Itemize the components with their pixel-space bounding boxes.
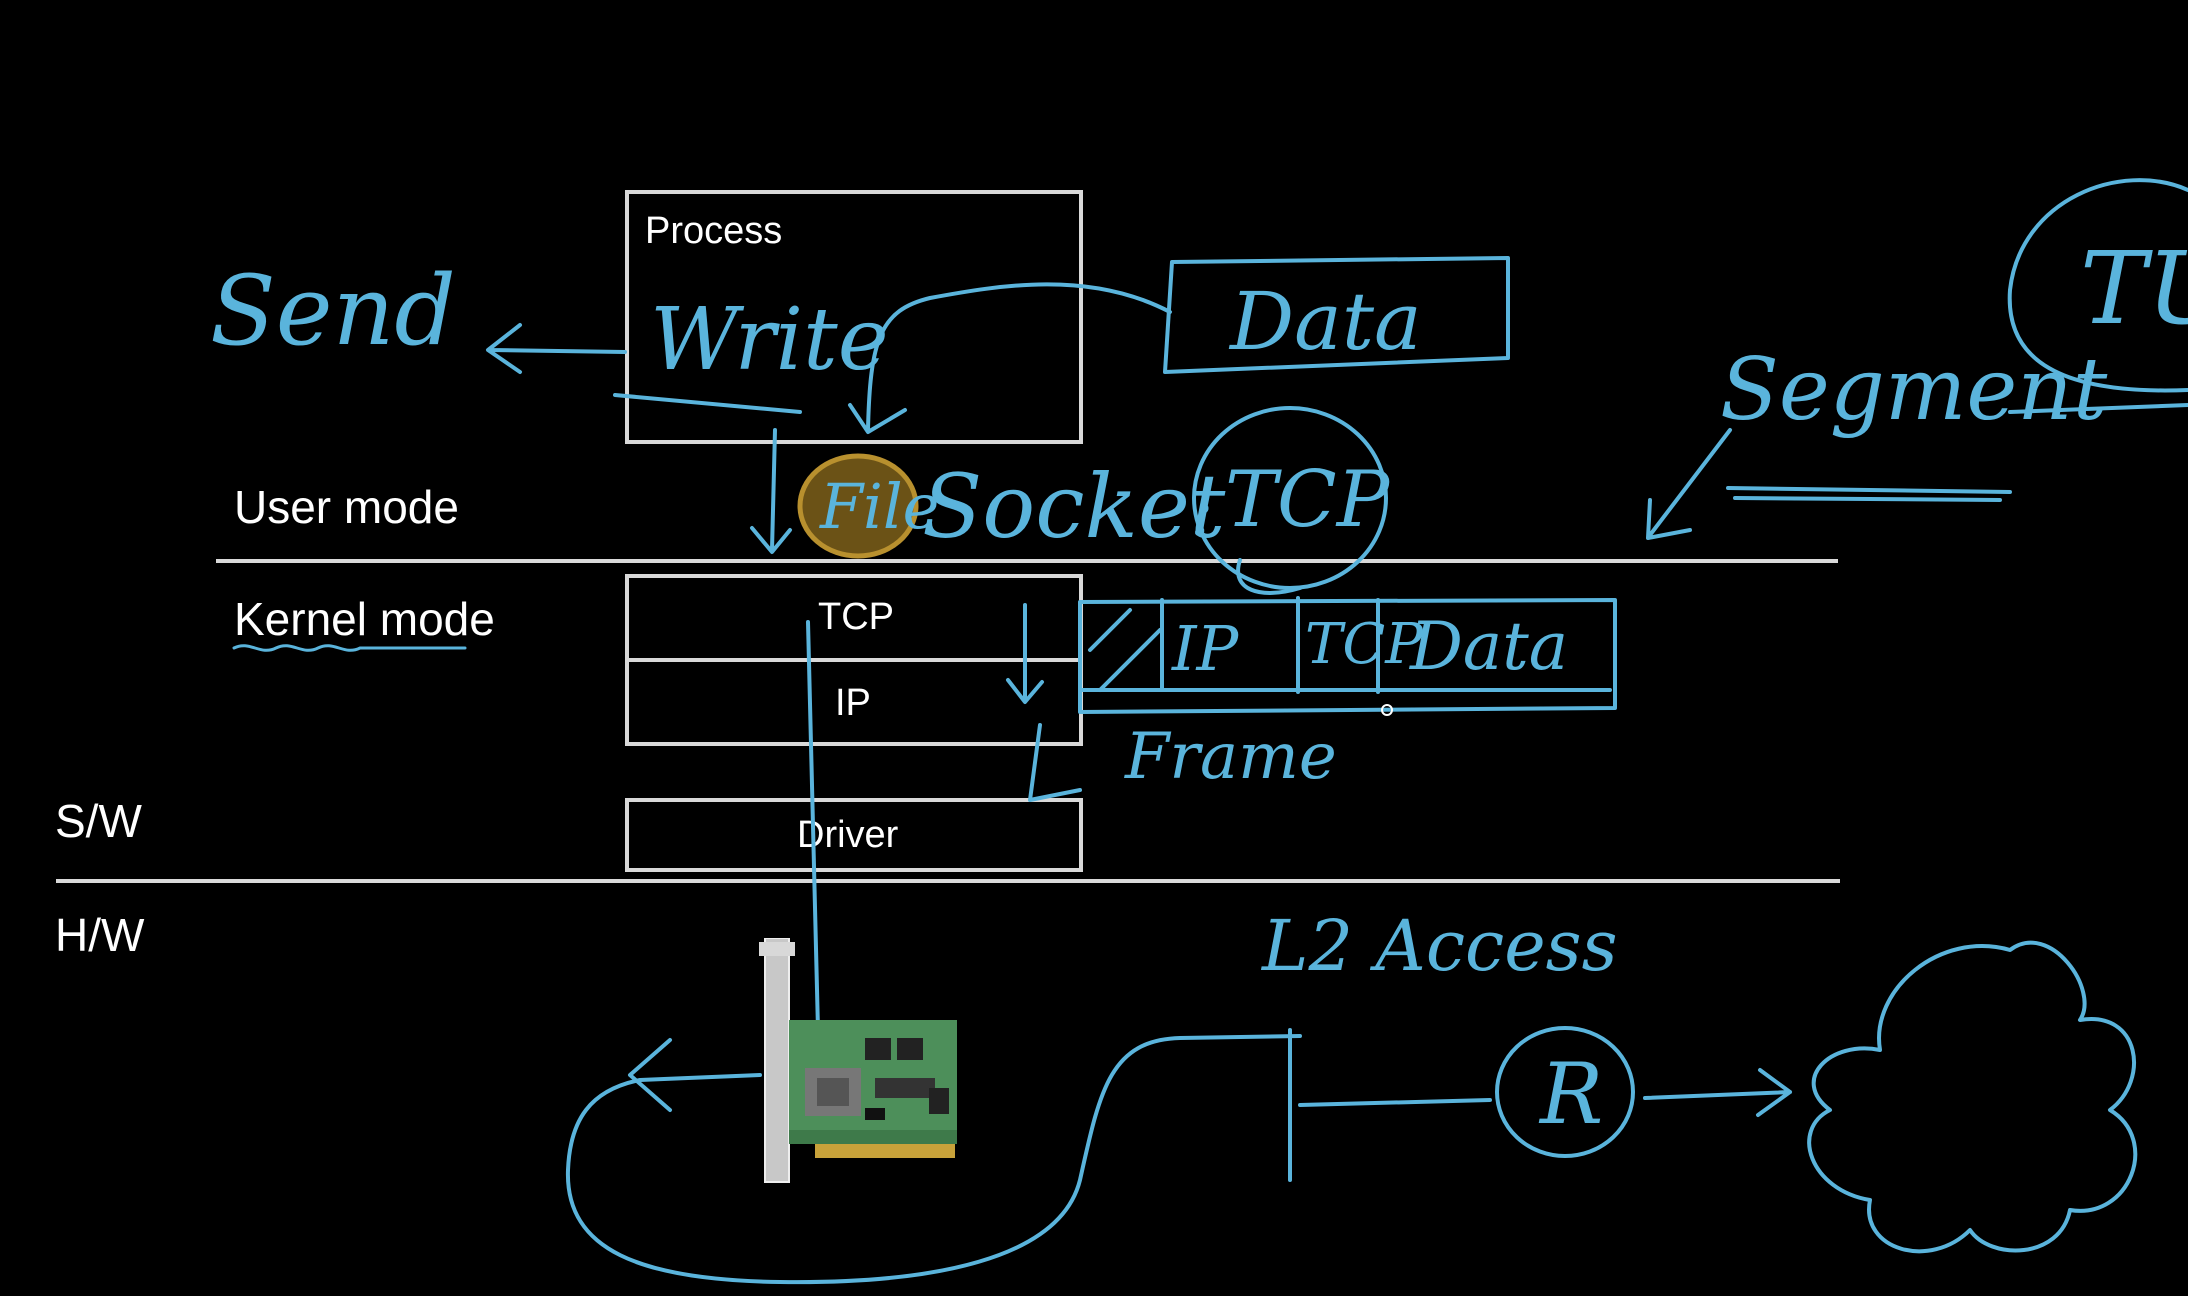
kernel-mode-label: Kernel mode bbox=[234, 593, 495, 645]
write-text: Write bbox=[650, 290, 889, 390]
segment-text: Segment bbox=[1720, 340, 2108, 440]
tcp-circle-text: TCP bbox=[1225, 455, 1390, 545]
tcp-box-label: TCP bbox=[818, 596, 894, 638]
data-to-file-curve bbox=[848, 282, 1172, 434]
tu-circle bbox=[2007, 178, 2188, 393]
stack-to-nic-wire bbox=[806, 620, 820, 1032]
data-box-outline bbox=[1163, 256, 1510, 374]
user-kernel-divider bbox=[216, 559, 1838, 563]
tu-text: TU bbox=[2080, 230, 2188, 347]
data-text: Data bbox=[1230, 275, 1422, 368]
tcp-circle bbox=[1192, 406, 1388, 590]
kernel-underline bbox=[232, 644, 467, 652]
frame-ip-text: IP bbox=[1172, 612, 1239, 685]
segment-arrow bbox=[1646, 428, 1732, 540]
driver-box bbox=[625, 798, 1083, 872]
network-card-icon bbox=[759, 938, 957, 1183]
file-highlight bbox=[797, 453, 919, 559]
socket-text: Socket bbox=[922, 455, 1226, 558]
frame-tcp-text: TCP bbox=[1305, 612, 1423, 677]
file-text: File bbox=[820, 470, 940, 543]
frame-data-text: Data bbox=[1410, 608, 1569, 685]
user-mode-label: User mode bbox=[234, 481, 459, 533]
network-cable bbox=[565, 1034, 1302, 1285]
process-label: Process bbox=[645, 210, 783, 252]
send-text: Send bbox=[210, 255, 456, 367]
frame-box-outline bbox=[1078, 598, 1617, 714]
router-circle bbox=[1495, 1026, 1635, 1158]
sw-label: S/W bbox=[55, 795, 142, 847]
l2-access-text: L2 Access bbox=[1262, 905, 1618, 987]
frame-text: Frame bbox=[1125, 720, 1337, 794]
colon-text: : bbox=[1190, 470, 1214, 552]
router-text: R bbox=[1540, 1045, 1604, 1143]
internet-cloud bbox=[1807, 940, 2138, 1254]
process-box bbox=[625, 190, 1083, 444]
send-arrow bbox=[486, 323, 627, 374]
sw-hw-divider bbox=[56, 879, 1840, 883]
hw-label: H/W bbox=[55, 909, 145, 961]
ip-box-label: IP bbox=[835, 682, 871, 724]
